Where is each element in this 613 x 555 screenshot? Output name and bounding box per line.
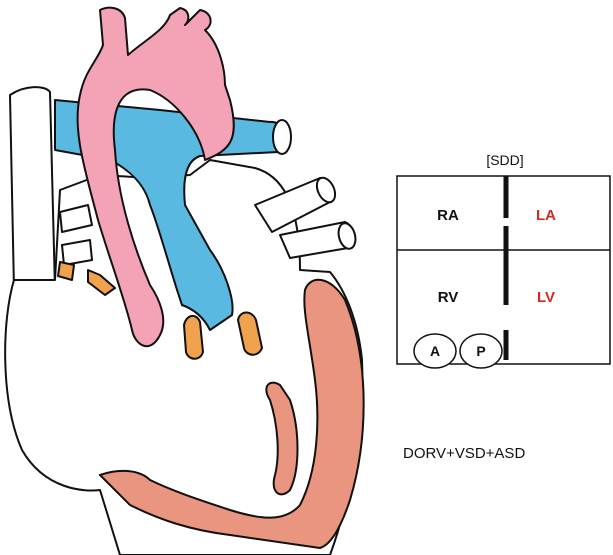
ventricular-myocardium bbox=[99, 278, 365, 549]
chamber-label-lv: LV bbox=[537, 289, 555, 306]
valve-leaflet-4 bbox=[237, 311, 263, 356]
left-vein-stub-1 bbox=[59, 204, 93, 233]
chamber-schematic: [SDD] RA LA RV LV A P bbox=[396, 152, 611, 369]
chamber-label-la: LA bbox=[536, 207, 556, 224]
pulmonary-valve-circle bbox=[459, 333, 503, 369]
valve-leaflet-3 bbox=[183, 314, 204, 360]
left-vein-stub-2 bbox=[61, 239, 93, 266]
pulmonary-vein-lower-opening bbox=[337, 222, 357, 250]
valve-leaflet-2 bbox=[87, 269, 116, 296]
aorta bbox=[76, 6, 235, 348]
pulmonary-vein-upper-opening bbox=[315, 176, 337, 204]
superior-vena-cava bbox=[9, 86, 56, 291]
septal-bulge bbox=[265, 381, 299, 496]
pulmonary-artery-opening bbox=[272, 119, 292, 155]
valve-leaflet-1 bbox=[57, 261, 75, 281]
chamber-label-rv: RV bbox=[438, 289, 459, 306]
pulmonary-valve-label: P bbox=[476, 343, 485, 359]
diagnosis-caption: DORV+VSD+ASD bbox=[403, 445, 525, 462]
heart-illustration bbox=[4, 6, 365, 555]
schematic-title: [SDD] bbox=[486, 152, 523, 168]
aortic-valve-circle bbox=[413, 333, 457, 369]
chamber-label-ra: RA bbox=[437, 207, 459, 224]
aortic-valve-label: A bbox=[430, 343, 440, 359]
